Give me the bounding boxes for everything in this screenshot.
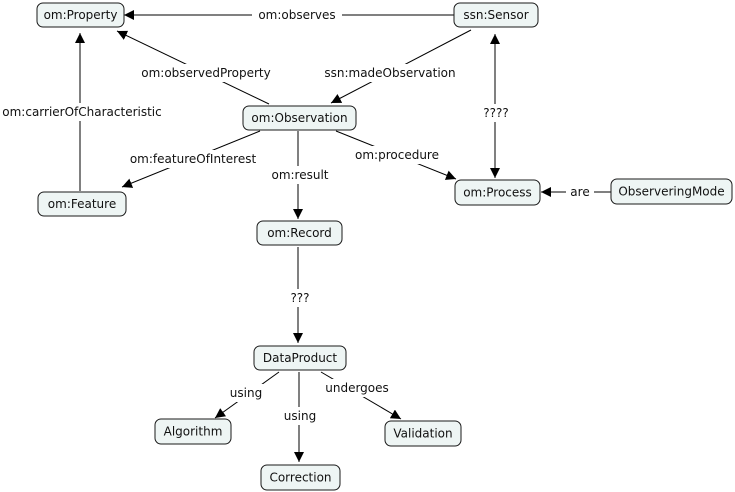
label-record-product-text: ??? [290,291,309,305]
label-sensor-process-text: ???? [483,106,508,120]
label-sensor-process: ???? [478,104,514,122]
node-record[interactable]: om:Record [256,220,343,246]
label-carrier-of-characteristic: om:carrierOfCharacteristic [0,103,166,121]
label-record-product: ??? [285,289,315,307]
node-record-label: om:Record [267,226,332,240]
node-validation[interactable]: Validation [384,420,462,447]
label-feature-of-interest: om:featureOfInterest [124,150,262,168]
node-algorithm[interactable]: Algorithm [154,418,232,445]
label-using-algorithm: using [226,384,266,402]
label-result-text: om:result [271,168,328,182]
label-observes-text: om:observes [258,8,335,22]
node-observering-mode[interactable]: ObserveringMode [610,178,733,205]
node-property[interactable]: om:Property [36,2,125,28]
label-using-correction-text: using [284,409,316,423]
label-undergoes-text: undergoes [325,381,389,395]
label-observes: om:observes [252,6,342,24]
node-validation-label: Validation [393,427,452,441]
node-data-product[interactable]: DataProduct [253,345,347,371]
label-using-correction: using [280,407,320,425]
label-procedure: om:procedure [350,146,444,164]
node-feature-label: om:Feature [48,197,116,211]
node-correction[interactable]: Correction [260,464,341,491]
node-observation[interactable]: om:Observation [242,105,357,131]
node-observation-label: om:Observation [251,111,347,125]
node-observering-mode-label: ObserveringMode [618,185,724,199]
node-sensor[interactable]: ssn:Sensor [453,2,539,28]
node-feature[interactable]: om:Feature [37,191,127,217]
label-procedure-text: om:procedure [355,148,439,162]
label-are: are [566,183,594,201]
node-correction-label: Correction [269,471,331,485]
label-are-text: are [570,185,589,199]
label-observed-property-text: om:observedProperty [141,66,270,80]
label-feature-of-interest-text: om:featureOfInterest [130,152,257,166]
node-sensor-label: ssn:Sensor [463,8,528,22]
node-algorithm-label: Algorithm [164,425,223,439]
label-result: om:result [266,166,332,184]
node-process-label: om:Process [463,186,532,200]
label-carrier-of-characteristic-text: om:carrierOfCharacteristic [2,105,161,119]
label-made-observation: ssn:madeObservation [320,64,460,82]
label-undergoes: undergoes [322,379,392,397]
node-property-label: om:Property [44,8,118,22]
node-process[interactable]: om:Process [454,179,541,206]
label-made-observation-text: ssn:madeObservation [324,66,455,80]
label-observed-property: om:observedProperty [136,64,276,82]
node-data-product-label: DataProduct [263,351,338,365]
label-using-algorithm-text: using [230,386,262,400]
